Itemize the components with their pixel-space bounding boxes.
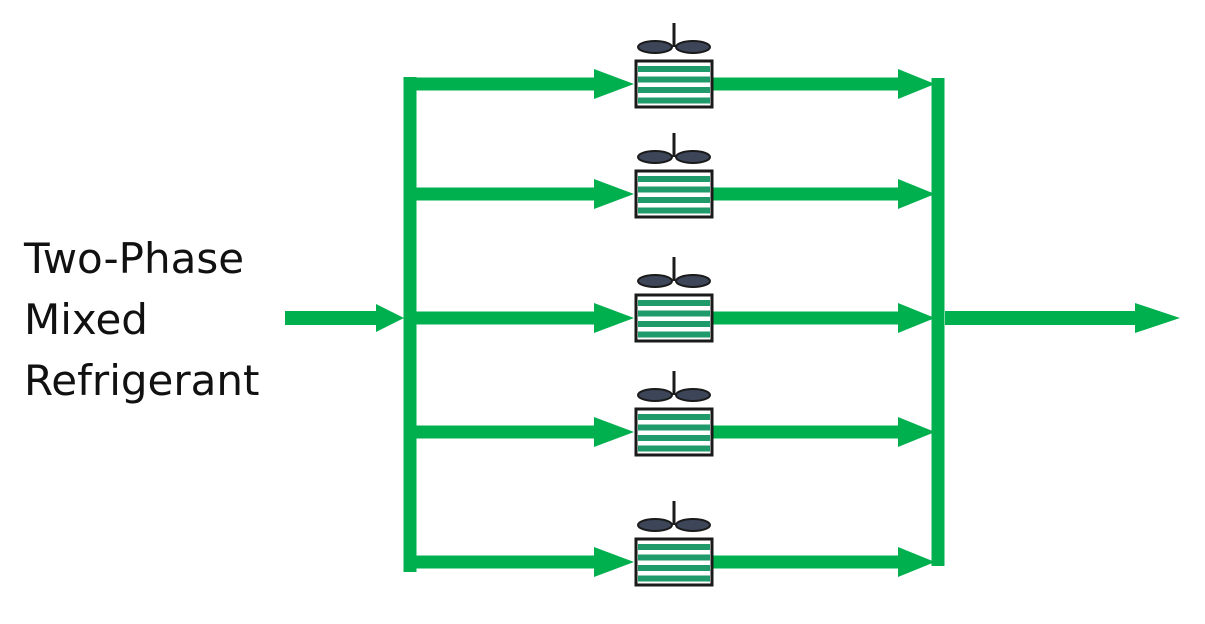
- coil-stripe: [638, 321, 710, 327]
- branch-1-inlet-arrowhead: [594, 69, 634, 99]
- outlet-arrowhead: [1135, 303, 1180, 333]
- fan-blade-left: [637, 40, 673, 54]
- branch-4-outlet-arrowhead: [898, 417, 935, 447]
- coil-stripe: [638, 300, 710, 306]
- fan-blade-right: [675, 518, 711, 532]
- coil-stripe: [638, 445, 710, 452]
- branch-5-inlet-arrowhead: [594, 547, 634, 577]
- coil-stripe: [638, 197, 710, 203]
- coil-stripe: [638, 435, 710, 441]
- branch-5-outlet-arrowhead: [898, 547, 935, 577]
- coil-stripe: [638, 310, 710, 317]
- branch-3-outlet-arrowhead: [898, 303, 935, 333]
- fan-coil-heat-exchanger-icon: [634, 371, 714, 457]
- branch-4-inlet-arrowhead: [594, 417, 634, 447]
- coil-stripe: [638, 76, 710, 83]
- branch-3-inlet-arrowhead: [594, 303, 634, 333]
- branch-4: [416, 371, 935, 457]
- coil-stripe: [638, 66, 710, 72]
- coil-stripe: [638, 97, 710, 104]
- branch-2: [416, 133, 935, 219]
- branch-5: [416, 501, 935, 587]
- coil-stripe: [638, 207, 710, 214]
- branch-1-outlet-arrowhead: [898, 69, 935, 99]
- fan-blade-right: [675, 40, 711, 54]
- fan-blade-left: [637, 274, 673, 288]
- branch-2-inlet-arrowhead: [594, 179, 634, 209]
- fan-blade-right: [675, 388, 711, 402]
- coil-stripe: [638, 87, 710, 93]
- coil-stripe: [638, 414, 710, 420]
- fan-blade-left: [637, 388, 673, 402]
- coil-stripe: [638, 186, 710, 193]
- coil-stripe: [638, 331, 710, 338]
- label-line-1: Two-Phase: [24, 234, 245, 283]
- inlet-arrowhead: [376, 304, 404, 332]
- coil-stripe: [638, 575, 710, 582]
- coil-stripe: [638, 554, 710, 561]
- fan-coil-heat-exchanger-icon: [634, 501, 714, 587]
- branch-2-outlet-arrowhead: [898, 179, 935, 209]
- coil-stripe: [638, 424, 710, 431]
- fan-coil-heat-exchanger-icon: [634, 257, 714, 343]
- fan-blade-right: [675, 150, 711, 164]
- fan-coil-heat-exchanger-icon: [634, 133, 714, 219]
- input-stream-label: Two-Phase Mixed Refrigerant: [24, 228, 259, 411]
- coil-stripe: [638, 544, 710, 550]
- fan-blade-left: [637, 150, 673, 164]
- coil-stripe: [638, 176, 710, 182]
- branch-3: [416, 257, 935, 343]
- branch-1: [416, 23, 935, 109]
- fan-blade-left: [637, 518, 673, 532]
- label-line-2: Mixed: [24, 295, 148, 344]
- fan-blade-right: [675, 274, 711, 288]
- label-line-3: Refrigerant: [24, 356, 260, 405]
- coil-stripe: [638, 565, 710, 571]
- fan-coil-heat-exchanger-icon: [634, 23, 714, 109]
